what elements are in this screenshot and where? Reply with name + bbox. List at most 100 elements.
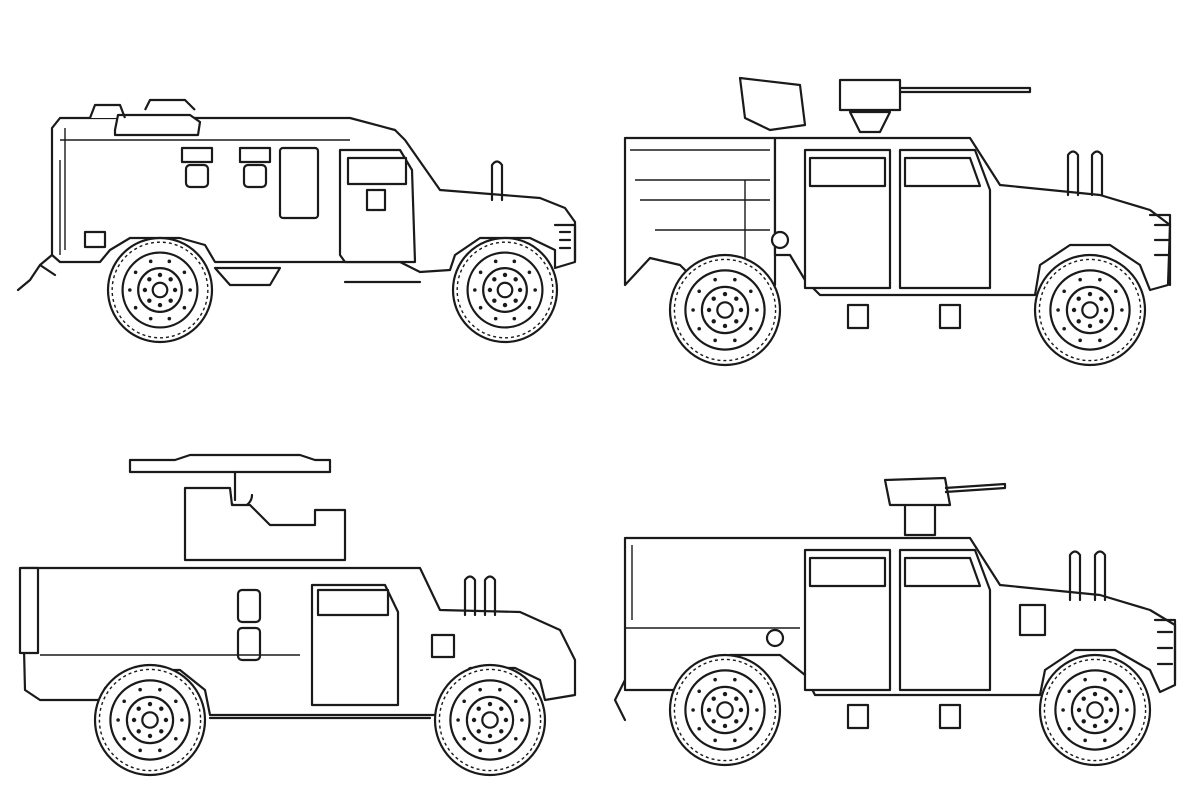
rim-bolt xyxy=(180,718,184,722)
step xyxy=(213,266,422,287)
lug-nut xyxy=(513,277,518,282)
wheels xyxy=(93,663,547,777)
cargo-lines xyxy=(630,149,770,260)
rim-bolt xyxy=(1078,338,1082,343)
lug-nut xyxy=(147,277,152,282)
lug-nut xyxy=(711,696,716,701)
rim-bolt xyxy=(733,277,737,282)
rim-bolt xyxy=(167,259,172,264)
vehicle-bottom-right xyxy=(613,476,1177,767)
rim-bolt xyxy=(148,259,153,264)
lug-nut xyxy=(711,296,716,301)
rim-bolt xyxy=(697,726,701,731)
lug-nut xyxy=(517,287,523,293)
lug-nut xyxy=(738,307,744,313)
vehicle-bottom-left xyxy=(18,453,577,777)
tow-hook xyxy=(613,678,627,722)
rim-bolt xyxy=(527,270,532,275)
wheel xyxy=(106,236,214,344)
fitting xyxy=(765,628,785,648)
lug-nut xyxy=(136,729,141,734)
rim-bolt xyxy=(1067,689,1071,694)
vent xyxy=(184,163,210,189)
rim-bolt xyxy=(167,316,172,321)
mirror xyxy=(490,160,504,202)
rim-bolt xyxy=(158,687,162,692)
lug-nut xyxy=(722,323,728,329)
rim-bolt xyxy=(473,288,477,292)
rim-bolt xyxy=(1062,326,1066,331)
mirrors xyxy=(463,575,497,617)
rim-bolt xyxy=(133,270,138,275)
hub-cap xyxy=(481,711,499,729)
lug-nut xyxy=(499,729,504,734)
rear-panel-lines xyxy=(59,128,350,255)
lug-nut xyxy=(706,707,712,713)
lug-nut xyxy=(157,302,163,308)
rim-bolt xyxy=(182,270,187,275)
door-window xyxy=(316,588,390,617)
rim-bolt xyxy=(478,305,483,310)
tire-tread xyxy=(456,241,554,339)
lug-nut xyxy=(1092,691,1098,697)
rim-bolt xyxy=(755,308,759,312)
door-handle xyxy=(365,188,387,212)
rim-bolt xyxy=(1098,338,1102,343)
rim-bolt xyxy=(1114,326,1118,331)
rim-bolt xyxy=(514,736,518,741)
rim-bolt xyxy=(514,699,518,704)
lug-nut xyxy=(487,701,493,707)
rim-bolt xyxy=(749,726,753,731)
wheel xyxy=(668,653,782,767)
lug-nut xyxy=(1076,319,1081,324)
lug-nut xyxy=(168,298,173,303)
hatch xyxy=(236,588,262,624)
side-light xyxy=(180,146,214,164)
hub-cap xyxy=(151,281,169,299)
rim-bolt xyxy=(1114,289,1118,294)
lug-nut xyxy=(502,302,508,308)
lug-nut xyxy=(503,717,509,723)
lug-nut xyxy=(159,729,164,734)
missile-launcher xyxy=(128,453,332,474)
tire-tread xyxy=(98,668,202,772)
grille-vent xyxy=(430,633,456,659)
lug-nut xyxy=(722,291,728,297)
rim-bolt xyxy=(533,288,537,292)
lug-nut xyxy=(734,719,739,724)
rim-bolt xyxy=(512,259,517,264)
lug-nut xyxy=(157,272,163,278)
lug-nut xyxy=(734,296,739,301)
rim-bolt xyxy=(733,338,737,343)
turret-shield xyxy=(738,76,807,132)
rim-bolt xyxy=(128,288,132,292)
rim-bolt xyxy=(749,289,753,294)
wheels xyxy=(668,653,1152,767)
hub-cap xyxy=(496,281,514,299)
lug-nut xyxy=(711,319,716,324)
rim-bolt xyxy=(1119,726,1123,731)
lug-nut xyxy=(142,287,148,293)
grille-vent xyxy=(1018,603,1047,637)
rim-bolt xyxy=(1061,708,1065,712)
rim-bolt xyxy=(133,305,138,310)
side-light xyxy=(238,146,272,164)
lug-nut xyxy=(487,733,493,739)
rim-bolt xyxy=(138,748,142,753)
rim-bolt xyxy=(1083,677,1087,682)
rim-bolt xyxy=(697,289,701,294)
mirrors xyxy=(1066,150,1104,197)
rim-bolt xyxy=(116,718,120,722)
hatch xyxy=(236,626,262,662)
rear-door xyxy=(18,566,40,655)
lug-nut xyxy=(1103,307,1109,313)
lug-nut xyxy=(513,298,518,303)
lug-nut xyxy=(136,706,141,711)
lug-nut xyxy=(476,706,481,711)
lug-nut xyxy=(168,277,173,282)
vehicle-top-left xyxy=(16,98,577,344)
lug-nut xyxy=(499,706,504,711)
rim-bolt xyxy=(138,687,142,692)
lug-nut xyxy=(147,701,153,707)
brush-guard xyxy=(1153,618,1177,682)
